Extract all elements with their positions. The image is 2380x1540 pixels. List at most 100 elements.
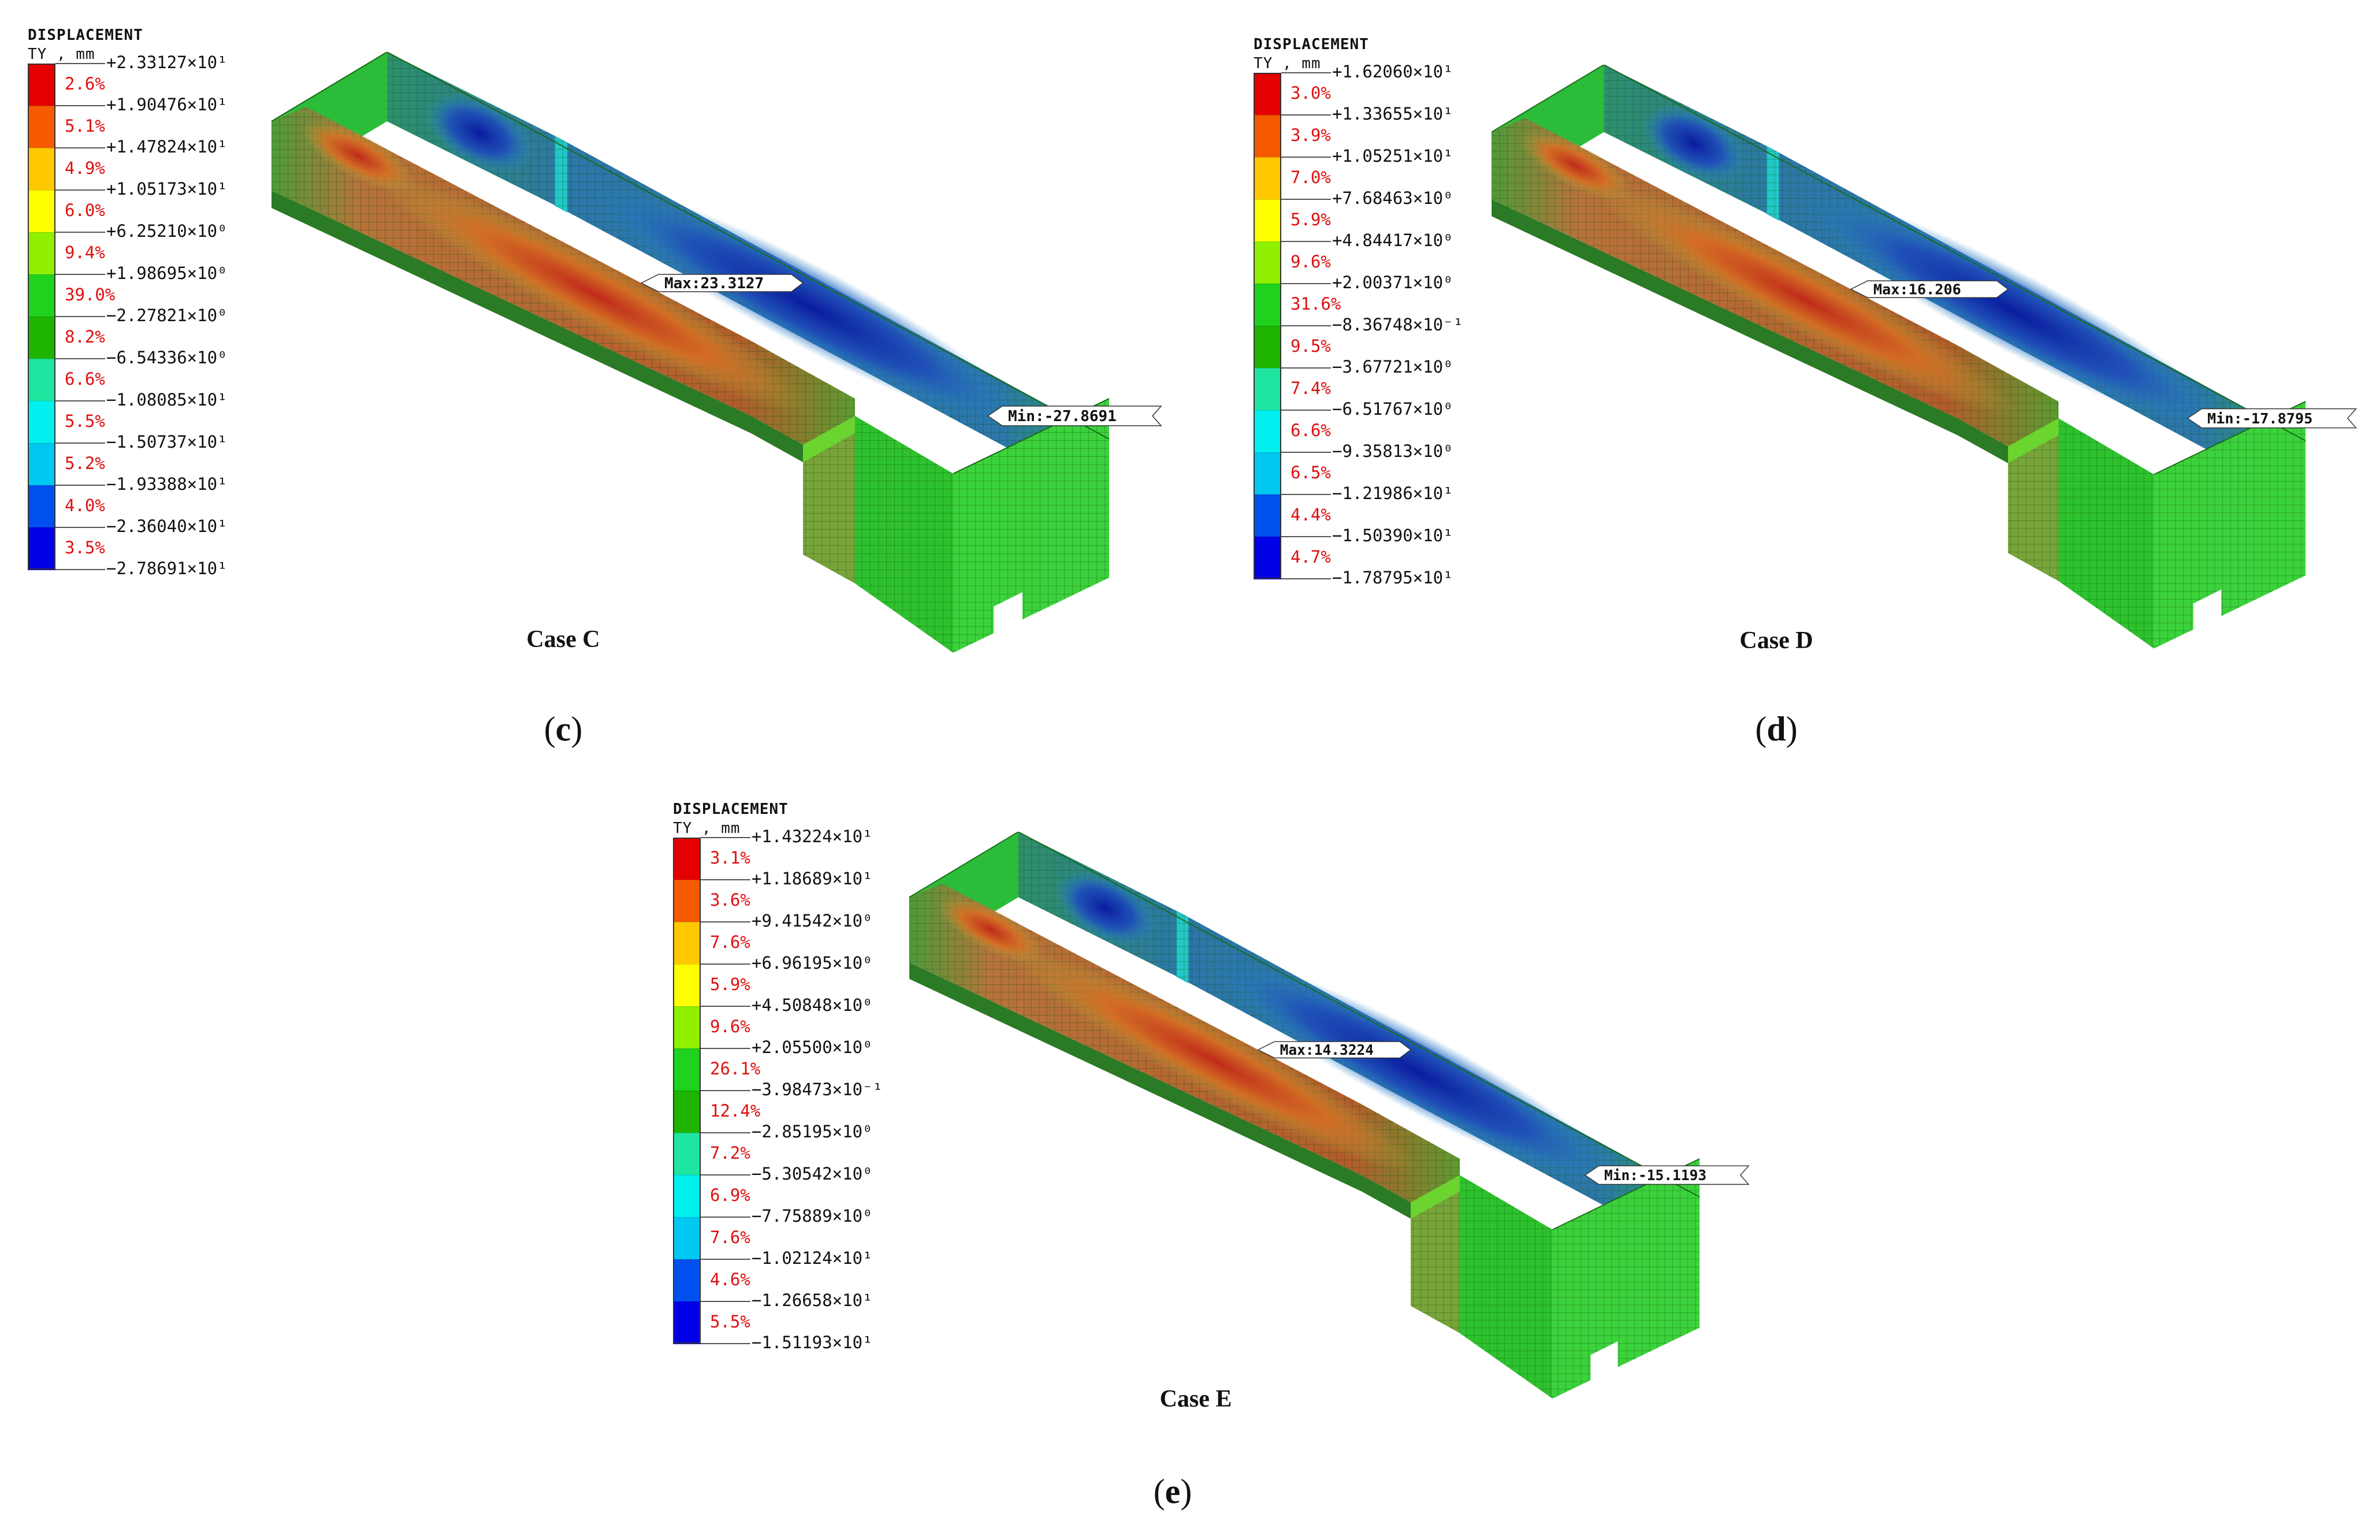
legend-swatch xyxy=(673,1091,701,1133)
legend-value: +1.62060×10¹ xyxy=(1281,62,1453,81)
legend-swatch xyxy=(28,106,55,148)
legend-percent: 5.5% xyxy=(710,1312,750,1331)
case-label-c: Case C xyxy=(526,626,600,653)
legend-swatch xyxy=(1254,157,1281,200)
legend-bar-border xyxy=(1254,73,1281,579)
max-label: Max:16.206 xyxy=(1873,281,1961,297)
legend-value: +1.18689×10¹ xyxy=(701,869,873,888)
legend-value: −1.08085×10¹ xyxy=(55,390,228,410)
max-marker: Max:23.3127 xyxy=(640,274,804,292)
legend-value: −1.78795×10¹ xyxy=(1281,568,1453,587)
legend-percent: 6.6% xyxy=(65,369,105,389)
legend-percent: 9.6% xyxy=(710,1017,750,1036)
legend-swatch xyxy=(673,922,701,965)
legend-percent: 5.9% xyxy=(1291,210,1331,229)
legend-value: +1.98695×10⁰ xyxy=(55,263,228,283)
legend-value: +7.68463×10⁰ xyxy=(1281,188,1453,208)
legend-value: −1.50737×10¹ xyxy=(55,432,228,452)
legend-swatch xyxy=(673,1006,701,1049)
legend-swatch xyxy=(1254,452,1281,495)
legend-value: −7.75889×10⁰ xyxy=(701,1206,873,1226)
legend-swatch xyxy=(28,527,55,570)
min-label: Min:-17.8795 xyxy=(2207,410,2312,427)
legend-value: −5.30542×10⁰ xyxy=(701,1164,873,1184)
legend-value: +1.90476×10¹ xyxy=(55,95,228,114)
legend-value: −6.51767×10⁰ xyxy=(1281,399,1453,419)
legend-swatch xyxy=(1254,494,1281,537)
legend-swatch xyxy=(673,1133,701,1176)
legend-value: −1.02124×10¹ xyxy=(701,1248,873,1268)
min-marker: Min:-27.8691 xyxy=(987,406,1162,426)
legend-percent: 9.6% xyxy=(1291,252,1331,271)
legend-swatch xyxy=(1254,115,1281,158)
legend-e: DISPLACEMENT TY , mm +1.43224×10¹+1.1868… xyxy=(673,799,904,1355)
legend-percent: 3.6% xyxy=(710,890,750,910)
legend-percent: 7.4% xyxy=(1291,378,1331,398)
legend-value: +4.50848×10⁰ xyxy=(701,995,873,1015)
legend-value: −9.35813×10⁰ xyxy=(1281,441,1453,461)
model-geometry xyxy=(909,832,1700,1409)
panel-label-d: (d) xyxy=(1755,710,1798,748)
legend-swatch xyxy=(673,1048,701,1091)
legend-title: DISPLACEMENT xyxy=(1254,36,1369,53)
legend-value: −8.36748×10⁻¹ xyxy=(1281,315,1463,334)
legend-percent: 4.4% xyxy=(1291,505,1331,525)
legend-swatch xyxy=(28,401,55,444)
legend-value: −2.78691×10¹ xyxy=(55,559,228,578)
panel-label-c: (c) xyxy=(544,710,583,748)
legend-swatch xyxy=(1254,537,1281,579)
legend-swatch xyxy=(28,190,55,233)
legend-value: −2.27821×10⁰ xyxy=(55,306,228,325)
legend-percent: 7.2% xyxy=(710,1143,750,1163)
legend-percent: 7.6% xyxy=(710,932,750,952)
legend-percent: 6.0% xyxy=(65,200,105,220)
legend-percent: 9.5% xyxy=(1291,336,1331,356)
legend-value: −1.50390×10¹ xyxy=(1281,526,1453,545)
legend-swatch xyxy=(1254,410,1281,453)
max-marker: Max:14.3224 xyxy=(1257,1041,1412,1059)
legend-swatch xyxy=(28,485,55,528)
legend-value: +2.05500×10⁰ xyxy=(701,1037,873,1057)
legend-swatch xyxy=(1254,73,1281,116)
panel-label-e: (e) xyxy=(1153,1472,1192,1511)
min-label: Min:-27.8691 xyxy=(1008,408,1117,425)
legend-value: −2.85195×10⁰ xyxy=(701,1122,873,1141)
legend-swatch xyxy=(28,274,55,317)
legend-percent: 26.1% xyxy=(710,1059,761,1078)
legend-percent: 9.4% xyxy=(65,243,105,262)
legend-percent: 31.6% xyxy=(1291,294,1341,314)
legend-percent: 5.5% xyxy=(65,411,105,431)
legend-percent: 4.0% xyxy=(65,496,105,515)
legend-percent: 3.1% xyxy=(710,848,750,868)
min-marker: Min:-17.8795 xyxy=(2186,408,2357,429)
max-label: Max:23.3127 xyxy=(664,275,764,292)
legend-swatch xyxy=(673,1175,701,1218)
legend-swatch xyxy=(28,359,55,401)
legend-percent: 5.2% xyxy=(65,453,105,473)
legend-percent: 3.9% xyxy=(1291,125,1331,145)
legend-value: +1.47824×10¹ xyxy=(55,137,228,157)
legend-value: +1.33655×10¹ xyxy=(1281,104,1453,124)
legend-value: −2.36040×10¹ xyxy=(55,516,228,536)
legend-value: −3.98473×10⁻¹ xyxy=(701,1080,883,1099)
legend-swatch xyxy=(28,443,55,486)
legend-value: +1.43224×10¹ xyxy=(701,827,873,846)
legend-title: DISPLACEMENT xyxy=(673,801,789,818)
legend-swatch xyxy=(1254,368,1281,411)
legend-value: +9.41542×10⁰ xyxy=(701,911,873,931)
legend-scale: +1.62060×10¹+1.33655×10¹+1.05251×10¹+7.6… xyxy=(1254,62,1485,590)
legend-swatch xyxy=(28,232,55,275)
legend-percent: 12.4% xyxy=(710,1101,761,1121)
legend-value: −1.26658×10¹ xyxy=(701,1290,873,1310)
legend-swatch xyxy=(673,1217,701,1260)
case-label-e: Case E xyxy=(1159,1386,1232,1412)
legend-percent: 5.9% xyxy=(710,974,750,994)
legend-value: +6.25210×10⁰ xyxy=(55,221,228,241)
legend-percent: 6.5% xyxy=(1291,463,1331,482)
legend-percent: 3.5% xyxy=(65,538,105,557)
legend-percent: 6.6% xyxy=(1291,421,1331,440)
min-marker: Min:-15.1193 xyxy=(1584,1165,1750,1185)
